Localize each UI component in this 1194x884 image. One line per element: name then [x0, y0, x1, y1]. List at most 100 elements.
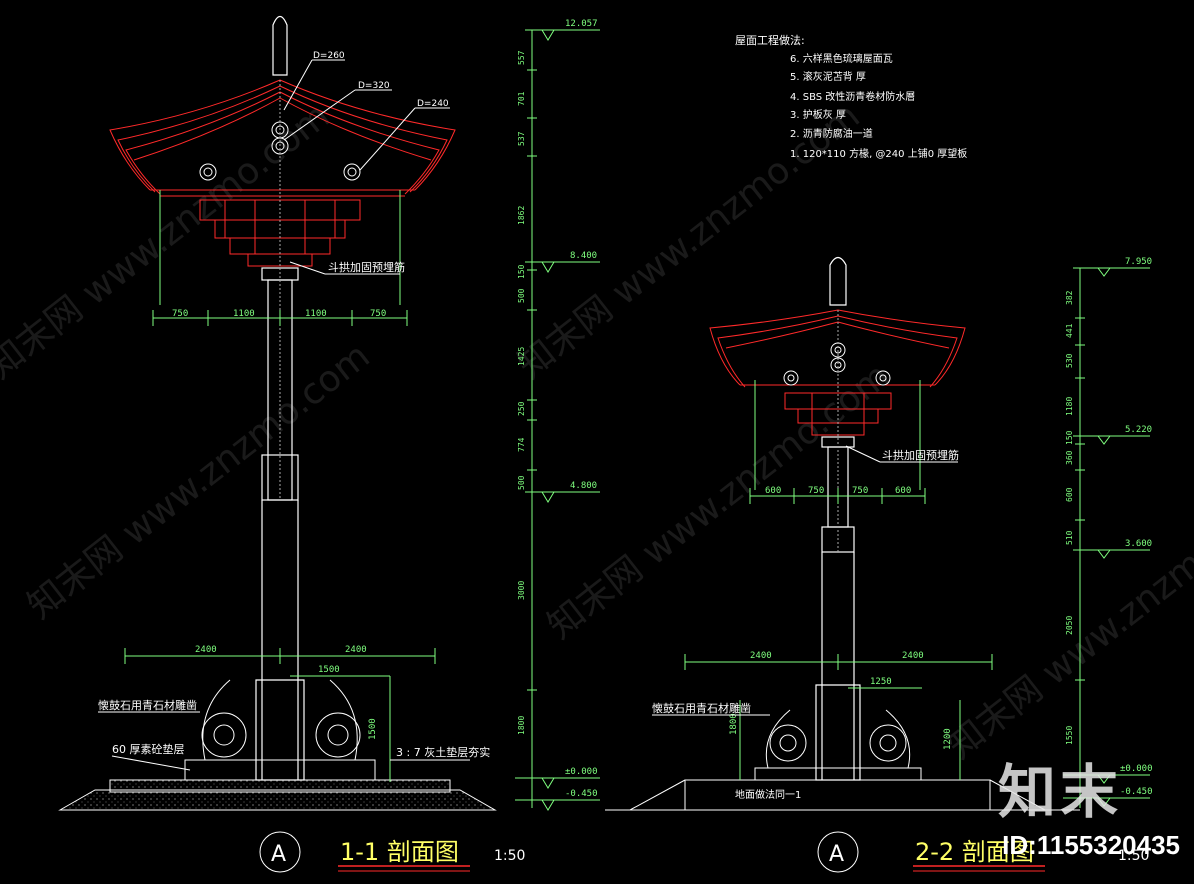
dim-text: 1200: [943, 728, 953, 750]
seg-text: 1180: [1065, 397, 1074, 416]
level-text: 12.057: [565, 19, 598, 29]
level-text: ±0.000: [1120, 764, 1153, 774]
level-text: 3.600: [1125, 539, 1152, 549]
dim-text: 1500: [368, 718, 378, 740]
seg-text: 1800: [517, 716, 526, 735]
seg-text: 530: [1065, 353, 1074, 368]
elevation-scale-1-texts: 12.057 8.400 4.800 ±0.000 -0.450 557 701…: [517, 19, 598, 799]
elevation-scale-2: [1063, 267, 1150, 808]
finial: [272, 15, 288, 76]
label-ground-note: 地面做法同一1: [735, 788, 801, 801]
dim-text: 750: [370, 309, 386, 319]
seg-text: 150: [1065, 430, 1074, 445]
elevation-scale-2-texts: 7.950 5.220 3.600 ±0.000 -0.450 382 441 …: [1065, 257, 1153, 797]
drum-stones-2: [765, 709, 911, 769]
watermark-text: 知末网 www.znzmo.com: [540, 355, 897, 647]
section-1-dims: [124, 190, 436, 782]
roof-notes-title: 屋面工程做法:: [735, 33, 805, 47]
roof-notes: 屋面工程做法: 6. 六样黑色琉璃屋面瓦 5. 滚灰泥苫背 厚 4. SBS 改…: [735, 33, 967, 160]
section-1-annotations: D=260 D=320 D=240 斗拱加固预埋筋 懐鼓石用青石材雕凿 60 厚…: [98, 51, 490, 771]
seg-text: 150: [517, 264, 526, 279]
seg-text: 2050: [1065, 616, 1074, 635]
dim-text: 750: [808, 486, 824, 496]
seg-text: 3000: [517, 581, 526, 600]
dim-text: 1800: [729, 713, 739, 735]
seg-text: 537: [517, 131, 526, 146]
dim-text: 1250: [870, 677, 892, 687]
watermark-id: ID:1155320435: [1002, 830, 1180, 860]
watermark-brand: 知末: [997, 758, 1122, 826]
seg-text: 557: [517, 50, 526, 65]
drum-stones-1: [201, 679, 361, 761]
section-2-drawing: [605, 256, 1080, 811]
dim-text: 2400: [750, 651, 772, 661]
grid-bubble: [259, 831, 301, 873]
label-drum-stone: 懐鼓石用青石材雕凿: [652, 701, 751, 715]
section-2-dims: [684, 380, 993, 780]
elevation-scale-1: [515, 29, 600, 811]
seg-text: 701: [517, 91, 526, 106]
dim-text: 2400: [345, 645, 367, 655]
label-d240: D=240: [417, 99, 449, 109]
roof-note-item: 6. 六样黑色琉璃屋面瓦: [790, 52, 893, 65]
grid-bubble: [817, 831, 859, 873]
label-drum-stone: 懐鼓石用青石材雕凿: [98, 698, 197, 712]
dim-text: 750: [852, 486, 868, 496]
roof-1: [109, 79, 456, 197]
roof-note-item: 1. 120*110 方椽, @240 上铺0 厚望板: [790, 147, 967, 160]
seg-text: 510: [1065, 530, 1074, 545]
grid-symbol: A: [829, 842, 844, 867]
section-2-dim-texts: 600 750 750 600 2400 2400 1250 1200 1800: [729, 486, 953, 750]
seg-text: 500: [517, 288, 526, 303]
base-2: [605, 767, 1080, 811]
seg-text: 382: [1065, 290, 1074, 305]
roof-note-item: 3. 护板灰 厚: [790, 108, 846, 121]
section-1-drawing: [58, 15, 497, 811]
dim-text: 1100: [305, 309, 327, 319]
label-bracket-bar: 斗拱加固预埋筋: [882, 448, 959, 462]
section-scale: 1:50: [494, 848, 525, 864]
section-1-dim-texts: 750 1100 1100 750 2400 2400 1500 1500: [172, 309, 386, 740]
seg-text: 250: [517, 401, 526, 416]
level-text: -0.450: [1120, 787, 1153, 797]
level-text: 4.800: [570, 481, 597, 491]
label-lime-soil: 3 : 7 灰土垫层夯实: [396, 745, 490, 759]
finial: [829, 256, 847, 306]
dim-text: 600: [895, 486, 911, 496]
label-bracket-bar: 斗拱加固预埋筋: [328, 260, 405, 274]
dim-text: 750: [172, 309, 188, 319]
level-text: 7.950: [1125, 257, 1152, 267]
roof-note-item: 4. SBS 改性沥青卷材防水層: [790, 90, 915, 103]
title-block-2: A 2-2 剖面图 1:50: [817, 831, 1149, 873]
roof-2: [709, 309, 966, 388]
seg-text: 1425: [517, 347, 526, 366]
dim-text: 1500: [318, 665, 340, 675]
title-block-1: A 1-1 剖面图 1:50: [259, 831, 525, 873]
section-2-annotations: 斗拱加固预埋筋 懐鼓石用青石材雕凿 地面做法同一1: [652, 445, 959, 801]
roof-note-item: 5. 滚灰泥苫背 厚: [790, 70, 866, 83]
seg-text: 500: [517, 475, 526, 490]
seg-text: 1862: [517, 206, 526, 225]
dim-text: 2400: [902, 651, 924, 661]
seg-text: 360: [1065, 450, 1074, 465]
level-text: 5.220: [1125, 425, 1152, 435]
seg-text: 600: [1065, 487, 1074, 502]
label-cushion: 60 厚素砼垫层: [112, 742, 185, 756]
grid-symbol: A: [271, 842, 286, 867]
watermark-text: 知末网 www.znzmo.com: [20, 335, 377, 627]
watermark-text: 知末网 www.znzmo.com: [0, 95, 338, 387]
level-text: ±0.000: [565, 767, 598, 777]
roof-note-item: 2. 沥青防腐油一道: [790, 127, 873, 140]
section-scale: 1:50: [1118, 848, 1149, 864]
level-text: 8.400: [570, 251, 597, 261]
seg-text: 774: [517, 437, 526, 452]
dim-text: 1100: [233, 309, 255, 319]
section-title: 2-2 剖面图: [915, 838, 1034, 866]
level-text: -0.450: [565, 789, 598, 799]
section-title: 1-1 剖面图: [340, 838, 459, 866]
dim-text: 2400: [195, 645, 217, 655]
base-1: [58, 759, 497, 811]
label-d260: D=260: [313, 51, 345, 61]
seg-text: 441: [1065, 323, 1074, 338]
